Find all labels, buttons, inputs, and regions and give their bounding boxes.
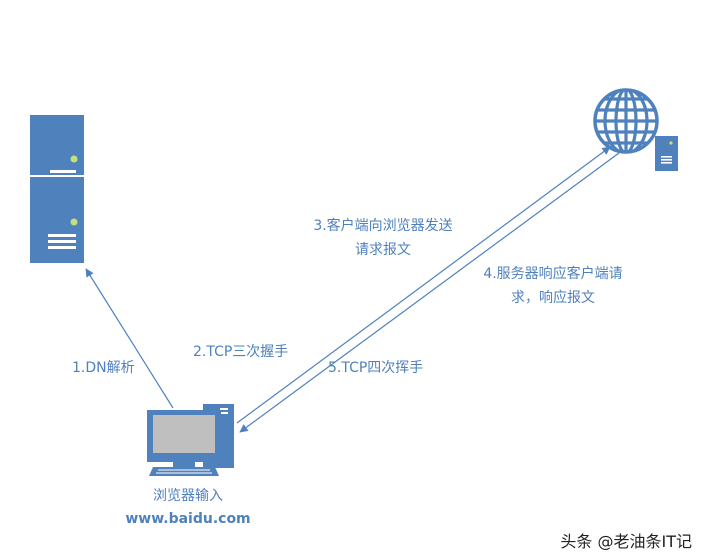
step4-line2: 求，响应报文	[511, 290, 595, 306]
step4-label: 4.服务器响应客户端请 求，响应报文	[468, 265, 638, 307]
request-arrow	[236, 146, 611, 424]
dns-server-icon	[30, 115, 84, 263]
step2-label: 2.TCP三次握手	[193, 344, 289, 360]
response-arrow	[239, 152, 620, 433]
step3-line1: 3.客户端向浏览器发送	[313, 218, 453, 234]
step5-label: 5.TCP四次挥手	[328, 360, 424, 376]
web-server-icon	[655, 136, 678, 171]
computer-icon	[147, 404, 234, 476]
step3-line2: 请求报文	[355, 242, 411, 258]
url-label: www.baidu.com	[125, 511, 251, 527]
browser-input-label: 浏览器输入	[153, 488, 223, 504]
step1-label: 1.DN解析	[72, 360, 135, 376]
globe-icon	[593, 88, 659, 154]
dns-lookup-arrow	[85, 268, 174, 409]
watermark: 头条 @老油条IT记	[560, 532, 692, 551]
step3-label: 3.客户端向浏览器发送 请求报文	[298, 217, 468, 259]
step4-line1: 4.服务器响应客户端请	[483, 266, 623, 282]
